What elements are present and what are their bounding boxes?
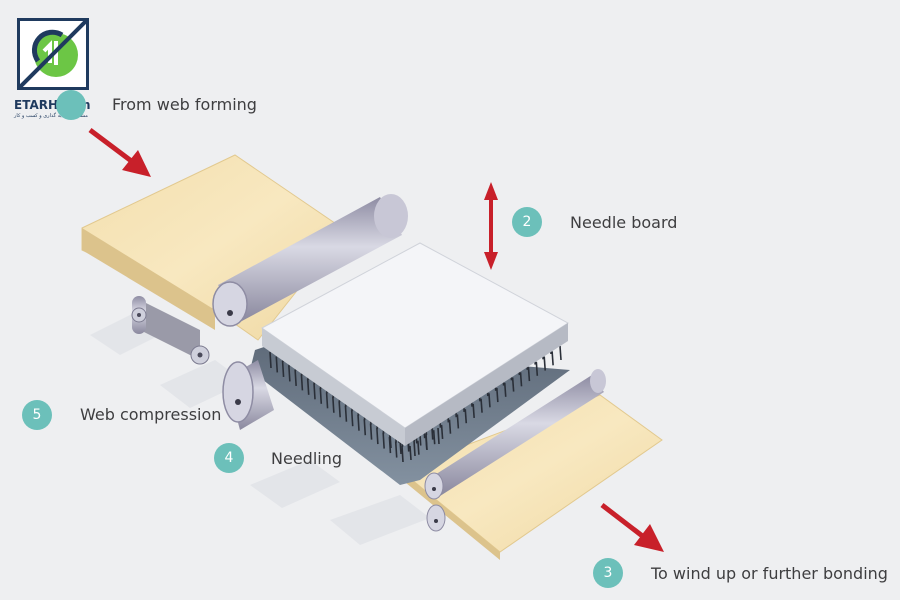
step-label-needle-board: Needle board <box>570 213 678 232</box>
step-label-from-web-forming: From web forming <box>112 95 257 114</box>
needle-board <box>261 242 569 446</box>
step-badge-3: 3 <box>593 558 623 588</box>
output-arrow-icon <box>600 503 664 552</box>
needle-board-motion-arrow-icon <box>484 182 498 270</box>
step-label-wind-up: To wind up or further bonding <box>651 564 888 583</box>
etarh-logo: ETARH.com مشاور سرمایه گذاری و کسب و کار <box>14 18 96 122</box>
step-badge-2: 2 <box>512 207 542 237</box>
step-badge-5: 5 <box>22 400 52 430</box>
top-roller <box>212 194 408 327</box>
input-arrow-icon <box>88 128 151 177</box>
step-label-needling: Needling <box>271 449 342 468</box>
logo-mark <box>17 18 89 90</box>
output-rollers <box>424 369 606 532</box>
logo-tagline-text: مشاور سرمایه گذاری و کسب و کار <box>14 113 88 119</box>
step-label-web-compression: Web compression <box>80 405 222 424</box>
logo-emblem-icon <box>20 21 86 87</box>
step-badge-4: 4 <box>214 443 244 473</box>
step-badge-1 <box>56 90 86 120</box>
compression-roller <box>222 360 274 430</box>
lower-rollers <box>131 296 210 365</box>
